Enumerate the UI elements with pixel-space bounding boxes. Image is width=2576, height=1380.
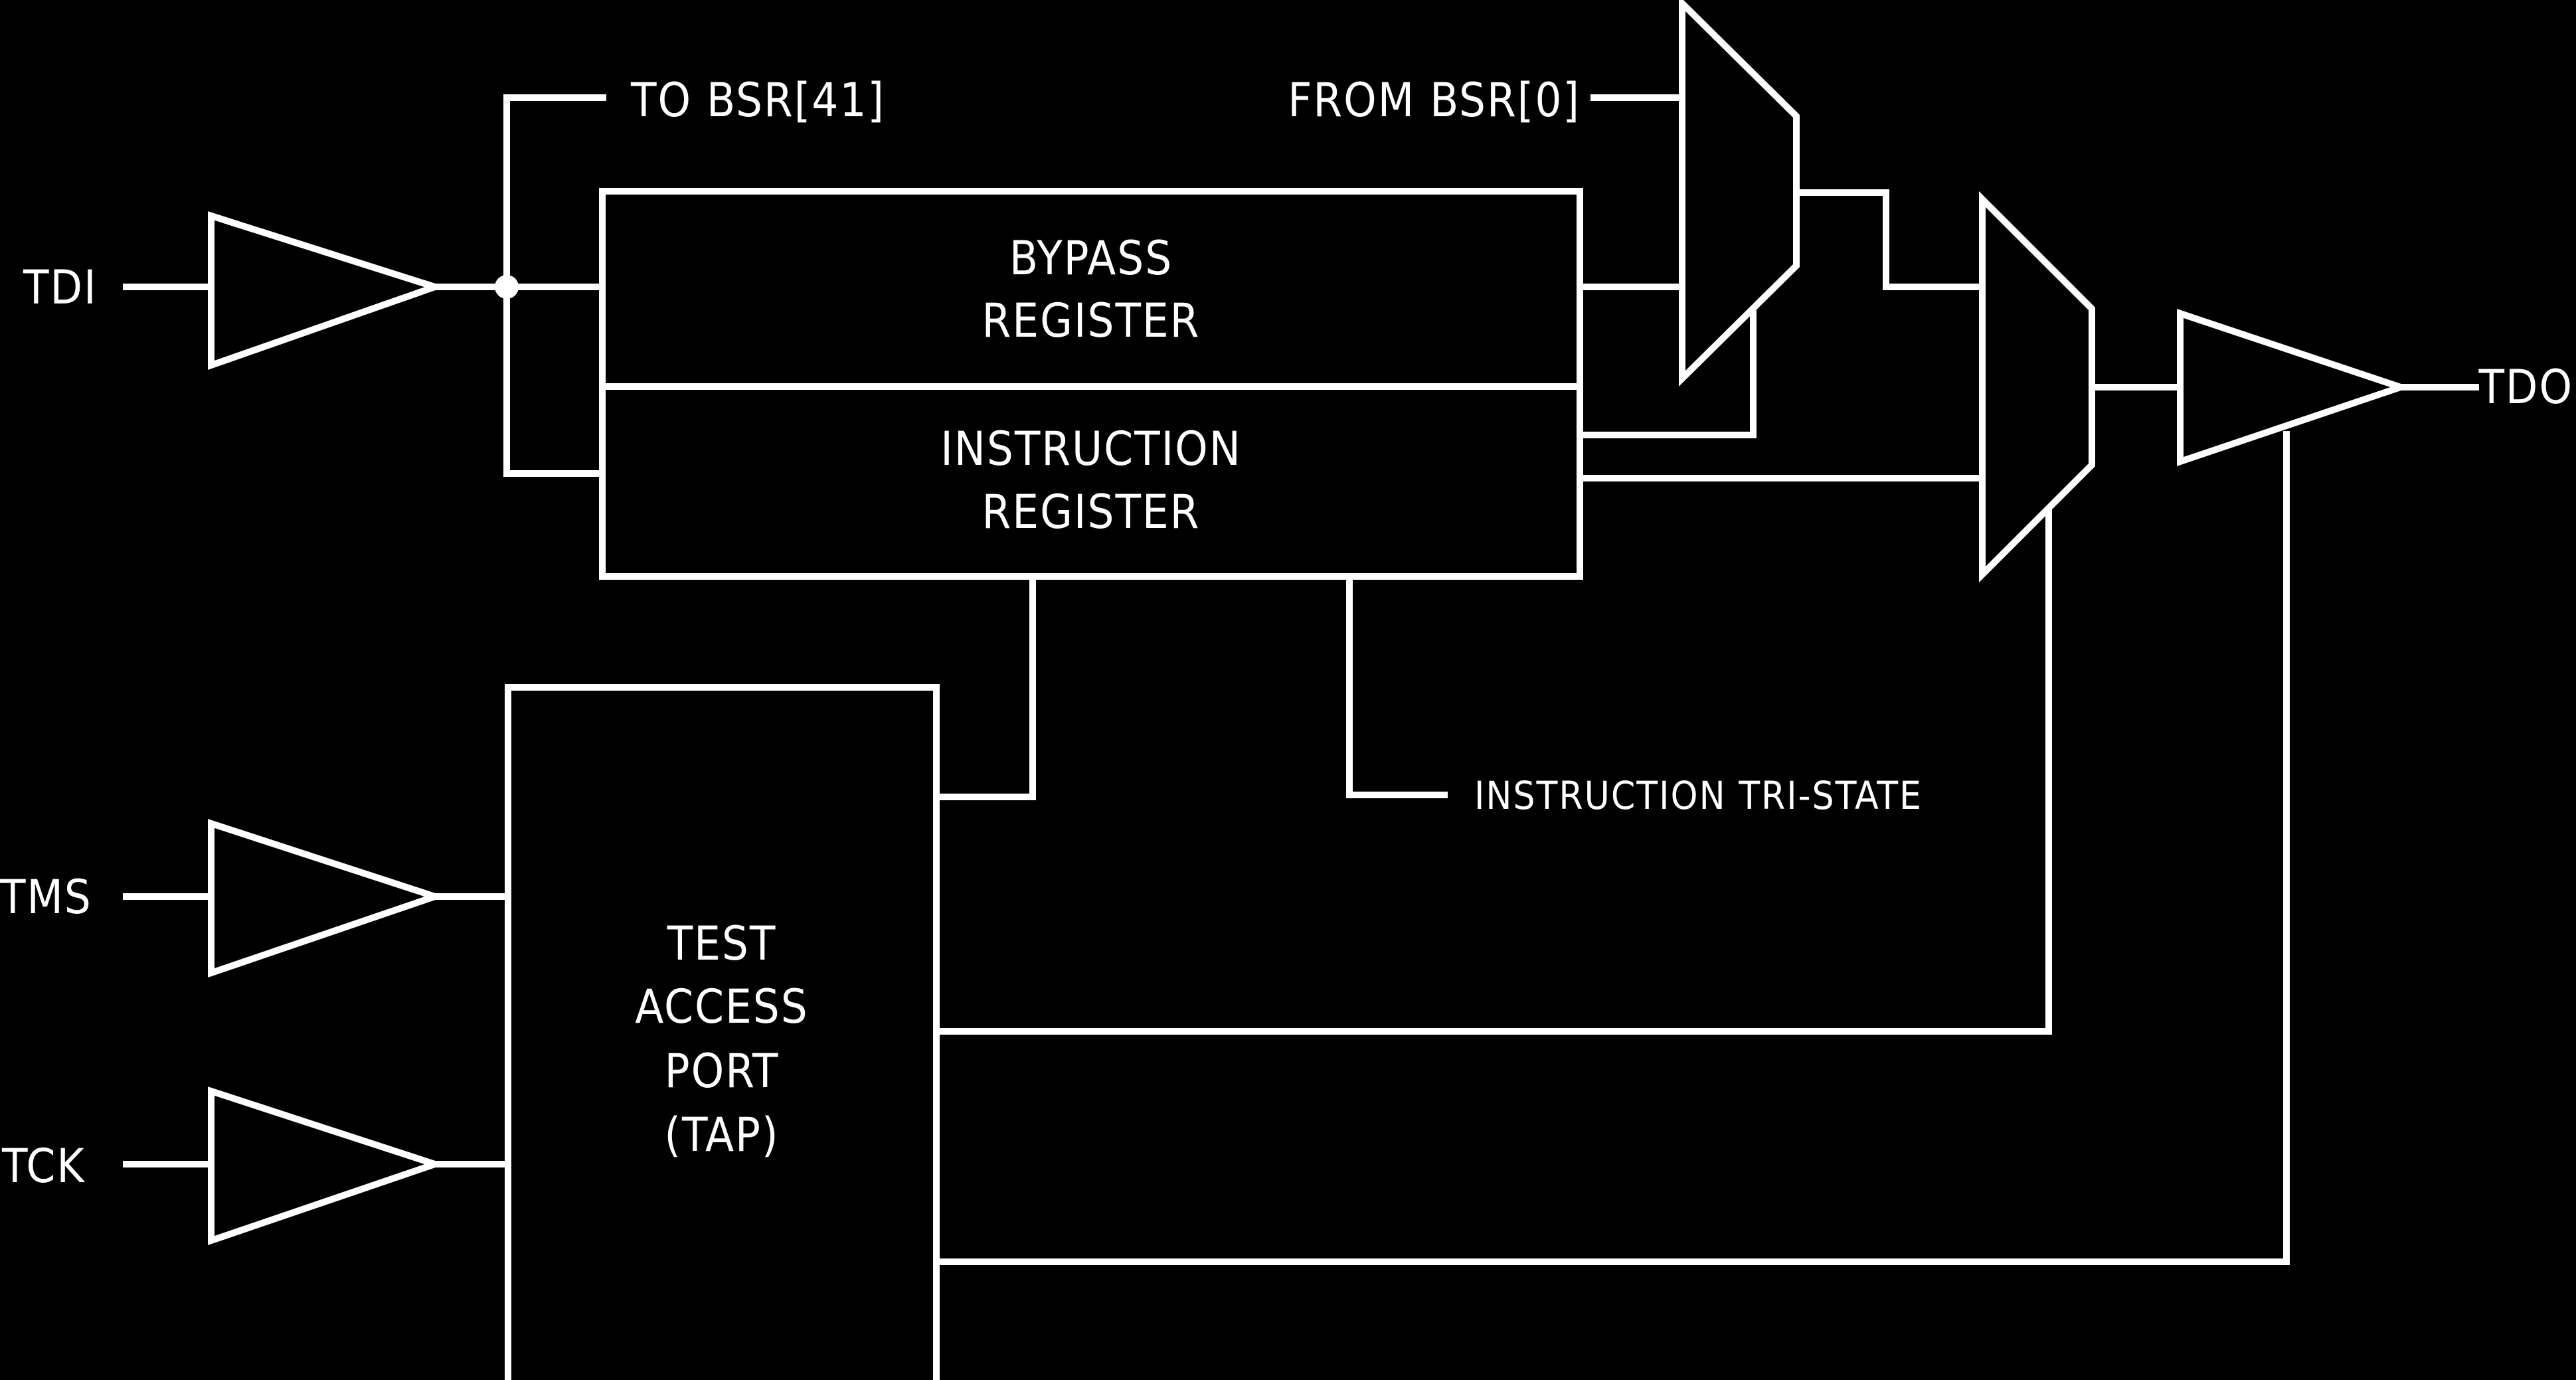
from-bsr-label: FROM BSR[0] [1288, 73, 1581, 128]
tdi-pin-label: TDI [23, 260, 98, 315]
ir-select-wire [1577, 310, 1757, 438]
tdo-buffer-triangle [2177, 309, 2411, 466]
bypass-register-label-line1: BYPASS [1009, 231, 1173, 286]
tap-to-ir-wire [933, 573, 1036, 800]
tap-label-line2: ACCESS [635, 980, 809, 1034]
tms-buffer-triangle [208, 819, 446, 978]
tap-to-mux2-select-wire [933, 508, 2052, 1035]
tap-label-line4: (TAP) [664, 1108, 779, 1162]
mux1-to-mux2-wire [1793, 189, 1986, 290]
instruction-tristate-label: INSTRUCTION TRI-STATE [1474, 773, 1923, 818]
tap-label-line3: PORT [665, 1044, 780, 1098]
instruction-register-label-line1: INSTRUCTION [940, 422, 1242, 476]
tck-path [123, 1086, 511, 1245]
mux-2 [1979, 191, 2095, 583]
tap-block [505, 684, 940, 1380]
to-bsr-label: TO BSR[41] [630, 73, 885, 128]
tap-to-tdo-enable-wire [933, 431, 2290, 1265]
bypass-register-label-line2: REGISTER [982, 294, 1201, 348]
tap-label-line1: TEST [667, 916, 777, 971]
instruction-register-label-line2: REGISTER [982, 485, 1201, 539]
tms-path [123, 819, 511, 978]
instruction-tristate-wire [1346, 573, 1448, 798]
tck-pin-label: TCK [1, 1139, 86, 1193]
tdi-buffer-triangle [208, 211, 446, 371]
tms-pin-label: TMS [0, 870, 92, 924]
tdo-pin-label: TDO [2478, 360, 2573, 414]
tck-buffer-triangle [208, 1086, 446, 1245]
register-block [599, 188, 1583, 580]
mux-1 [1679, 0, 1800, 387]
tdi-path [123, 94, 606, 477]
